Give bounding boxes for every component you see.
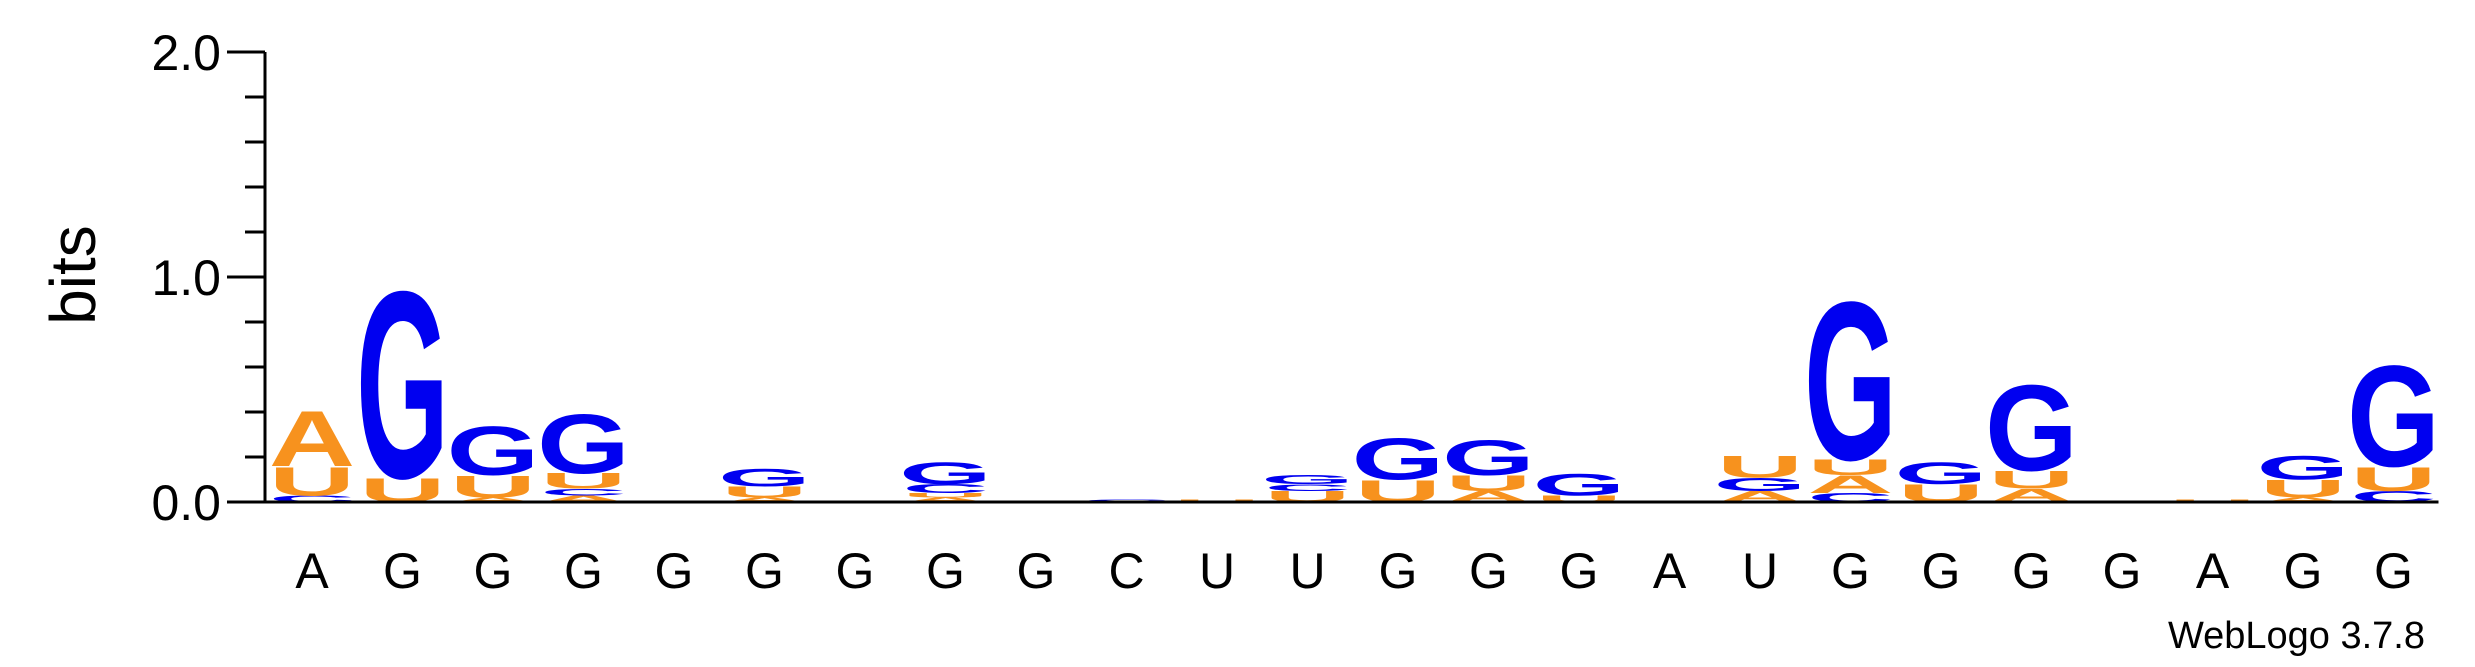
- position-label: G: [383, 543, 422, 599]
- logo-letter-u: U: [2350, 459, 2436, 498]
- logo-letter-g: G: [1533, 467, 1626, 502]
- position-label: G: [564, 543, 603, 599]
- logo-letter-a: A: [269, 395, 355, 483]
- logo-letter-g: G: [2347, 336, 2440, 497]
- position-stack: CUA: [269, 395, 355, 504]
- position-label: G: [2012, 543, 2051, 599]
- logo-letter-u: U: [540, 469, 626, 494]
- logo-letter-u: U: [902, 492, 988, 499]
- logo-letter-c: C: [269, 493, 355, 504]
- logo-letter-a: A: [2260, 496, 2346, 503]
- position-label: U: [1199, 543, 1235, 599]
- position-label: G: [2103, 543, 2142, 599]
- position-label: G: [2284, 543, 2323, 599]
- position-label: C: [1108, 543, 1144, 599]
- position-label: G: [1469, 543, 1508, 599]
- logo-letter-g: G: [899, 456, 992, 491]
- position-label: G: [1560, 543, 1599, 599]
- logo-letter-g: G: [1261, 473, 1354, 487]
- logo-letter-a: A: [540, 493, 626, 504]
- position-label: G: [926, 543, 965, 599]
- position-label: G: [2374, 543, 2413, 599]
- position-stack: AUG: [2257, 448, 2350, 503]
- logo-letter-g: G: [537, 396, 630, 491]
- logo-letter-c: C: [902, 482, 988, 496]
- position-label: G: [474, 543, 513, 599]
- logo-letter-g: G: [2257, 448, 2350, 487]
- position-stack: UG: [1895, 456, 1988, 508]
- logo-letter-a: A: [450, 496, 536, 503]
- position-label: G: [1831, 543, 1870, 599]
- position-label: A: [2196, 543, 2230, 599]
- logo-letter-u: U: [1536, 493, 1622, 504]
- logo-letter-g: G: [356, 236, 449, 534]
- position-stack: UG: [356, 236, 449, 534]
- logo-letter-u: U: [1445, 471, 1531, 496]
- logo-letter-g: G: [718, 464, 811, 492]
- position-stack: AGU: [1714, 449, 1807, 506]
- position-label: G: [1922, 543, 1961, 599]
- position-stack: AUG: [718, 464, 811, 504]
- position-label: G: [1017, 543, 1056, 599]
- logo-letter-u: U: [450, 469, 536, 504]
- position-stack: UG: [1352, 426, 1445, 508]
- position-stack: AUG: [447, 413, 540, 505]
- position-stack: AUG: [1985, 359, 2078, 506]
- letter-stacks: CUAUGAUGACUGAUGAUCGCUUCGUGAUGUGAGUCAUGUG…: [269, 236, 2440, 534]
- y-tick-label: 2.0: [151, 25, 221, 81]
- weblogo-credit: WebLogo 3.7.8: [2168, 615, 2425, 657]
- position-label: G: [655, 543, 694, 599]
- logo-letter-g: G: [1442, 430, 1535, 486]
- logo-letter-u: U: [1717, 449, 1803, 484]
- logo-letter-g: G: [1895, 456, 1988, 491]
- logo-letter-g: G: [447, 413, 540, 490]
- y-axis-title: bits: [37, 225, 109, 325]
- position-label: A: [295, 543, 329, 599]
- logo-letter-a: A: [1807, 471, 1893, 499]
- logo-letter-u: U: [721, 483, 807, 501]
- logo-letter-u: U: [1807, 455, 1893, 480]
- position-stack: UG: [1533, 467, 1626, 504]
- logo-letter-a: A: [902, 496, 988, 503]
- logo-letter-g: G: [1804, 255, 1897, 508]
- logo-letter-u: U: [1988, 466, 2074, 494]
- logo-letter-g: G: [1985, 359, 2078, 497]
- logo-letter-g: G: [1714, 474, 1807, 495]
- position-stack: AUG: [1442, 430, 1535, 505]
- position-stack: CUG: [2347, 336, 2440, 505]
- y-tick-label: 0.0: [151, 475, 221, 531]
- position-label: A: [1653, 543, 1687, 599]
- logo-letter-u: U: [2260, 475, 2346, 503]
- logo-letter-g: G: [1352, 426, 1445, 492]
- position-label: G: [1379, 543, 1418, 599]
- y-tick-label: 1.0: [151, 250, 221, 306]
- logo-letter-c: C: [540, 487, 626, 498]
- logo-letter-c: C: [1264, 482, 1350, 493]
- position-label: U: [1742, 543, 1778, 599]
- logo-letter-u: U: [269, 458, 355, 504]
- position-label: G: [745, 543, 784, 599]
- position-label: U: [1289, 543, 1325, 599]
- logo-letter-a: A: [721, 496, 807, 503]
- y-axis: 0.0 1.0 2.0: [151, 25, 267, 531]
- position-label: G: [836, 543, 875, 599]
